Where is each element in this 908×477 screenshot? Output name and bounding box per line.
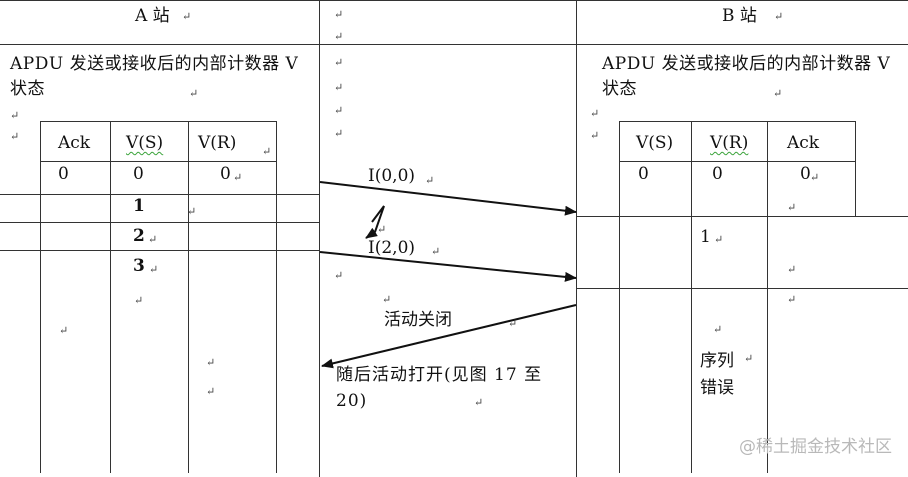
paragraph-mark: ↵ <box>334 104 344 117</box>
paragraph-mark: ↵ <box>182 10 192 23</box>
b-cell-vr-1: 1 <box>700 227 711 247</box>
paragraph-mark: ↵ <box>206 385 216 398</box>
paragraph-mark: ↵ <box>187 205 197 218</box>
paragraph-mark: ↵ <box>262 145 272 158</box>
b-cell-vs-0: 0 <box>638 164 649 184</box>
paragraph-mark: ↵ <box>149 263 159 276</box>
paragraph-mark: ↵ <box>334 8 344 21</box>
paragraph-mark: ↵ <box>134 294 144 307</box>
paragraph-mark: ↵ <box>713 323 723 336</box>
a-header-ack: Ack <box>58 133 91 153</box>
paragraph-mark: ↵ <box>425 174 435 187</box>
paragraph-mark: ↵ <box>787 263 797 276</box>
paragraph-mark: ↵ <box>508 317 518 330</box>
paragraph-mark: ↵ <box>10 130 20 143</box>
paragraph-mark: ↵ <box>810 171 820 184</box>
paragraph-mark: ↵ <box>206 356 216 369</box>
paragraph-mark: ↵ <box>334 127 344 140</box>
arrow-i20 <box>319 251 577 282</box>
paragraph-mark: ↵ <box>148 233 158 246</box>
a-header-vr: V(R) <box>198 133 237 153</box>
b-header-ack: Ack <box>787 133 820 153</box>
a-cell-vs-1: 1 <box>133 196 145 216</box>
paragraph-mark: ↵ <box>233 171 243 184</box>
paragraph-mark: ↵ <box>334 30 344 43</box>
paragraph-mark: ↵ <box>334 56 344 69</box>
paragraph-mark: ↵ <box>189 87 199 100</box>
b-header-vs: V(S) <box>636 133 674 153</box>
station-b-title: B 站 <box>722 6 757 26</box>
paragraph-mark: ↵ <box>334 269 344 282</box>
paragraph-mark: ↵ <box>744 352 754 365</box>
lost-frame-zigzag <box>365 205 385 239</box>
arrow-i00 <box>319 181 577 216</box>
paragraph-mark: ↵ <box>714 233 724 246</box>
paragraph-mark: ↵ <box>787 201 797 214</box>
b-cell-sequence-error: 序列 错误 <box>700 351 734 398</box>
station-a-description: APDU 发送或接收后的内部计数器 V 状态 <box>10 54 299 99</box>
paragraph-mark: ↵ <box>773 87 783 100</box>
a-cell-vs-2: 2 <box>133 226 145 246</box>
b-header-vr: V(R) <box>710 133 749 153</box>
paragraph-mark: ↵ <box>431 245 441 258</box>
station-b-description: APDU 发送或接收后的内部计数器 V 状态 <box>602 54 891 99</box>
a-cell-vs-0: 0 <box>133 164 144 184</box>
paragraph-mark: ↵ <box>590 129 600 142</box>
arrow-reopen <box>321 304 577 369</box>
label-i00: I(0,0) <box>368 166 416 186</box>
b-cell-vr-0: 0 <box>712 164 723 184</box>
label-activity-close: 活动关闭 <box>384 310 452 330</box>
station-a-title: A 站 <box>135 6 170 26</box>
a-header-vs: V(S) <box>126 133 164 153</box>
label-activity-reopen: 随后活动打开(见图 17 至 20) <box>336 365 543 411</box>
paragraph-mark: ↵ <box>334 81 344 94</box>
label-i20: I(2,0) <box>368 238 416 258</box>
a-cell-vs-3: 3 <box>133 256 145 276</box>
b-cell-ack-0: 0 <box>800 164 811 184</box>
a-cell-ack-0: 0 <box>58 164 69 184</box>
a-cell-vr-0: 0 <box>220 164 231 184</box>
paragraph-mark: ↵ <box>787 293 797 306</box>
paragraph-mark: ↵ <box>59 324 69 337</box>
paragraph-mark: ↵ <box>377 223 387 236</box>
paragraph-mark: ↵ <box>774 10 784 23</box>
watermark: @稀土掘金技术社区 <box>739 437 892 457</box>
paragraph-mark: ↵ <box>590 107 600 120</box>
paragraph-mark: ↵ <box>382 293 392 306</box>
paragraph-mark: ↵ <box>10 109 20 122</box>
paragraph-mark: ↵ <box>474 396 484 409</box>
